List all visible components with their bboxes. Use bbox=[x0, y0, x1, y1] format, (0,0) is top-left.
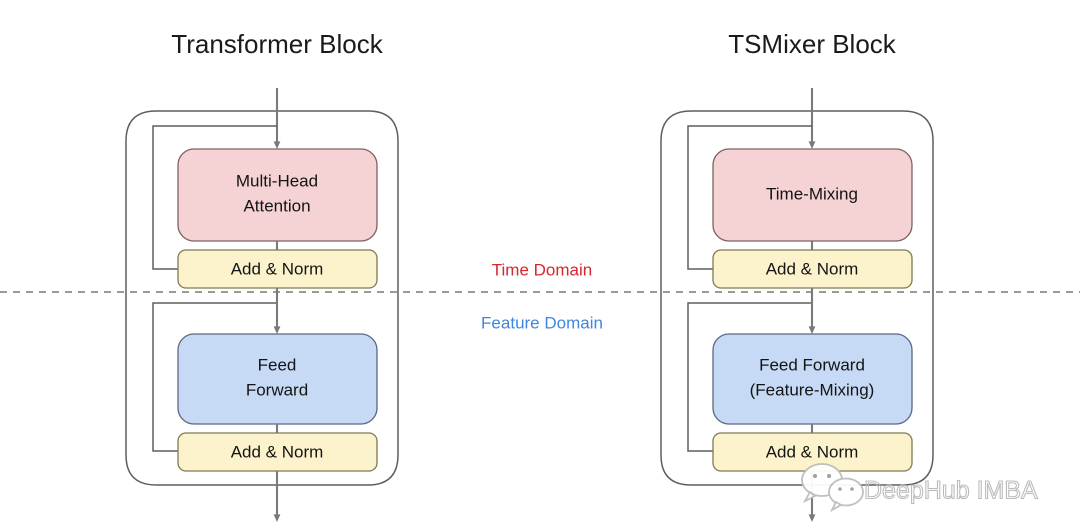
tsmixer-block: TSMixer Block Time-Mixing Add & Norm Fee… bbox=[660, 29, 934, 523]
node-feature-mixing[interactable] bbox=[712, 333, 913, 425]
watermark: DeepHub IMBA bbox=[801, 463, 1039, 513]
transformer-skip-connection-2 bbox=[152, 302, 277, 455]
tsmixer-skip-connection-1 bbox=[687, 125, 812, 273]
transformer-skip-connection-1 bbox=[152, 125, 277, 273]
node-multi-head-attention-label-line1: Multi-Head bbox=[236, 171, 318, 190]
label-feature-domain: Feature Domain bbox=[481, 313, 603, 332]
wechat-icon bbox=[801, 463, 864, 513]
node-multi-head-attention[interactable] bbox=[177, 148, 378, 242]
node-add-norm-1-label: Add & Norm bbox=[231, 259, 324, 278]
node-tsmixer-add-norm-1-label: Add & Norm bbox=[766, 259, 859, 278]
tsmixer-skip-connection-2 bbox=[687, 302, 812, 455]
node-multi-head-attention-label-line2: Attention bbox=[243, 196, 310, 215]
node-tsmixer-add-norm-2-label: Add & Norm bbox=[766, 442, 859, 461]
node-feed-forward-label-line2: Forward bbox=[246, 380, 308, 399]
tsmixer-block-title: TSMixer Block bbox=[728, 29, 897, 59]
node-feature-mixing-label-line2: (Feature-Mixing) bbox=[750, 380, 875, 399]
node-time-mixing-label: Time-Mixing bbox=[766, 184, 858, 203]
node-feature-mixing-label-line1: Feed Forward bbox=[759, 355, 865, 374]
transformer-block: Transformer Block Multi-Head Attention A… bbox=[125, 29, 399, 523]
node-add-norm-2-label: Add & Norm bbox=[231, 442, 324, 461]
watermark-text: DeepHub IMBA bbox=[864, 477, 1038, 505]
node-feed-forward[interactable] bbox=[177, 333, 378, 425]
node-feed-forward-label-line1: Feed bbox=[258, 355, 297, 374]
transformer-block-title: Transformer Block bbox=[171, 29, 383, 59]
label-time-domain: Time Domain bbox=[492, 260, 592, 279]
